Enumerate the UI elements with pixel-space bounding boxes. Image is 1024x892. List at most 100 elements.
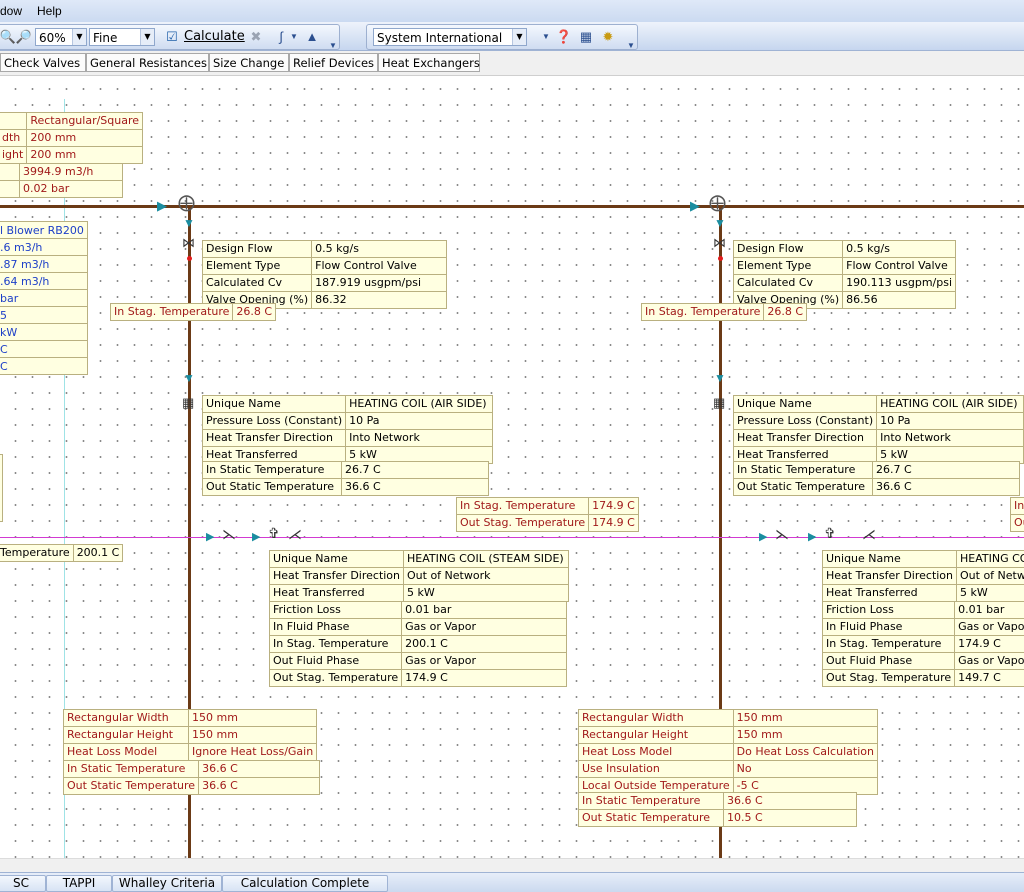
- coil-steam-2-props-table[interactable]: Friction Loss0.01 bar In Fluid PhaseGas …: [822, 601, 1024, 687]
- cell-value: HEATING COIL (AIR SIDE): [346, 396, 493, 413]
- eraser-icon[interactable]: ▲: [303, 28, 321, 46]
- units-toolbar-group: System International ▼ ▼ ❓ ▦ ✹ ▼: [366, 24, 638, 50]
- steam-left-temp-table[interactable]: Temperature200.1 C: [0, 544, 123, 562]
- zoom-out-icon[interactable]: 🔎: [15, 28, 33, 46]
- menu-help[interactable]: Help: [37, 4, 62, 18]
- duct-top-table[interactable]: Rectangular/Square dth200 mm ight200 mm: [0, 112, 143, 164]
- cancel-icon[interactable]: ✖: [247, 28, 265, 46]
- cell-value: 36.6 C: [342, 479, 489, 496]
- heat-exchanger-icon[interactable]: ▦: [182, 397, 194, 408]
- cell-value: 36.6 C: [873, 479, 1020, 496]
- horizontal-scrollbar[interactable]: [0, 858, 1024, 873]
- workspace-canvas[interactable]: ▶ ⨁ ▶ ⨁ ▼ ⋈ ▼ ⋈ ▼ ▦ ▼ ▦ ▶ ⋋ ▶ ✞ ⋌ ▶ ⋋ ▶ …: [0, 76, 1024, 858]
- steam-right-partial-table[interactable]: In Out: [1010, 497, 1024, 532]
- cell-label: In Static Temperature: [64, 761, 199, 778]
- control-valve-icon[interactable]: ⋈: [713, 237, 726, 248]
- table-icon[interactable]: ▦: [577, 28, 595, 46]
- duct-2-table[interactable]: Rectangular Width150 mm Rectangular Heig…: [578, 709, 878, 795]
- coil-air-2-temps-table[interactable]: In Static Temperature26.7 C Out Static T…: [733, 461, 1020, 496]
- cell-value: 0.02 bar: [20, 181, 123, 198]
- cell-value: Ignore Heat Loss/Gain: [189, 744, 317, 761]
- cell-label: Element Type: [203, 258, 312, 275]
- cell-value: Out of Network: [957, 568, 1024, 585]
- cell-label: Pressure Loss (Constant): [734, 413, 877, 430]
- bend-icon[interactable]: ⋌: [862, 529, 876, 540]
- coil-steam-1-table[interactable]: Unique NameHEATING COIL (STEAM SIDE) Hea…: [269, 550, 569, 602]
- chevron-down-icon[interactable]: ▼: [285, 28, 303, 46]
- status-bar: SC TAPPI Whalley Criteria Calculation Co…: [0, 872, 1024, 892]
- steam-coil-icon[interactable]: ✞: [268, 528, 280, 539]
- cell-value: 200 mm: [27, 147, 143, 164]
- cell-value: Into Network: [877, 430, 1024, 447]
- units-select[interactable]: System International ▼: [373, 28, 527, 46]
- tab-general-resistances[interactable]: General Resistances: [86, 53, 209, 72]
- blower-table[interactable]: l Blower RB200 .6 m3/h .87 m3/h .64 m3/h…: [0, 221, 88, 375]
- main-pipe[interactable]: [0, 205, 1024, 208]
- cell-label: Heat Transfer Direction: [734, 430, 877, 447]
- help-query-icon[interactable]: ❓: [555, 28, 573, 46]
- valve-2-temp-table[interactable]: In Stag. Temperature26.8 C: [641, 303, 807, 321]
- junction-icon[interactable]: ⨁: [178, 197, 195, 208]
- cell-value: 0.01 bar: [402, 602, 567, 619]
- flow-arrow-icon: ▶: [690, 200, 700, 211]
- coil-air-1-table[interactable]: Unique NameHEATING COIL (AIR SIDE) Press…: [202, 395, 493, 464]
- flow-arrow-down-icon: ▼: [183, 373, 195, 384]
- duct-2-temps-table[interactable]: In Static Temperature36.6 C Out Static T…: [578, 792, 857, 827]
- calculate-button[interactable]: Calculate: [184, 29, 245, 44]
- toolbar: 🔍 🔎 60% ▼ Fine ▼ ☑ Calculate ✖ ∫ ▼ ▲ ▼ S…: [0, 22, 1024, 51]
- cell-value: 187.919 usgpm/psi: [312, 275, 447, 292]
- tab-size-change[interactable]: Size Change: [209, 53, 289, 72]
- status-pane-sc[interactable]: SC: [0, 875, 46, 892]
- cell-value: 174.9 C: [589, 498, 639, 515]
- cell-value: 5 kW: [957, 585, 1024, 602]
- duct-top-flow-table[interactable]: 3994.9 m3/h 0.02 bar: [0, 163, 123, 198]
- cell-label: [0, 164, 20, 181]
- cell-value: C: [0, 358, 87, 375]
- valve-1-temp-table[interactable]: In Stag. Temperature26.8 C: [110, 303, 276, 321]
- calculate-icon[interactable]: ☑: [163, 28, 181, 46]
- toolbar-options-icon[interactable]: ▼: [627, 42, 635, 50]
- steam-mid-temps-table[interactable]: In Stag. Temperature174.9 C Out Stag. Te…: [456, 497, 639, 532]
- cell-label: Design Flow: [203, 241, 312, 258]
- cell-value: 26.7 C: [342, 462, 489, 479]
- coil-steam-1-props-table[interactable]: Friction Loss0.01 bar In Fluid PhaseGas …: [269, 601, 567, 687]
- cell-label: Rectangular Width: [579, 710, 734, 727]
- valve-2-table[interactable]: Design Flow0.5 kg/s Element TypeFlow Con…: [733, 240, 956, 309]
- cell-value: 26.8 C: [233, 304, 276, 321]
- cell-value: 36.6 C: [199, 761, 320, 778]
- cell-label: Rectangular Width: [64, 710, 189, 727]
- cell-label: In Stag. Temperature: [457, 498, 589, 515]
- cell-value: Rectangular/Square: [27, 113, 143, 130]
- coil-steam-2-table[interactable]: Unique NameHEATING CO Heat Transfer Dire…: [822, 550, 1024, 602]
- heat-exchanger-icon[interactable]: ▦: [713, 397, 725, 408]
- valve-1-table[interactable]: Design Flow0.5 kg/s Element TypeFlow Con…: [202, 240, 447, 309]
- tab-relief-devices[interactable]: Relief Devices: [289, 53, 378, 72]
- bend-icon[interactable]: ⋋: [222, 529, 236, 540]
- bend-icon[interactable]: ⋌: [288, 529, 302, 540]
- resolution-select[interactable]: Fine ▼: [89, 28, 155, 46]
- status-pane-whalley[interactable]: Whalley Criteria: [112, 875, 222, 892]
- steam-coil-icon[interactable]: ✞: [824, 528, 836, 539]
- coil-air-1-temps-table[interactable]: In Static Temperature26.7 C Out Static T…: [202, 461, 489, 496]
- duct-1-temps-table[interactable]: In Static Temperature36.6 C Out Static T…: [63, 760, 320, 795]
- menu-window[interactable]: dow: [0, 4, 22, 18]
- duct-1-table[interactable]: Rectangular Width150 mm Rectangular Heig…: [63, 709, 317, 761]
- bend-icon[interactable]: ⋋: [775, 529, 789, 540]
- cell-value: 10 Pa: [346, 413, 493, 430]
- cell-label: Rectangular Height: [579, 727, 734, 744]
- cell-value: 5 kW: [404, 585, 569, 602]
- tab-heat-exchangers[interactable]: Heat Exchangers: [378, 53, 480, 72]
- zoom-select[interactable]: 60% ▼: [35, 28, 87, 46]
- cell-value: 150 mm: [189, 710, 317, 727]
- cell-label: Heat Transfer Direction: [270, 568, 404, 585]
- coil-air-2-table[interactable]: Unique NameHEATING COIL (AIR SIDE) Press…: [733, 395, 1024, 464]
- cell-value: 174.9 C: [589, 515, 639, 532]
- junction-icon[interactable]: ⨁: [709, 197, 726, 208]
- cell-value: 200.1 C: [73, 545, 123, 562]
- tab-check-valves[interactable]: Check Valves: [0, 53, 86, 72]
- status-pane-tappi[interactable]: TAPPI: [46, 875, 112, 892]
- control-valve-icon[interactable]: ⋈: [182, 237, 195, 248]
- toolbar-options-icon[interactable]: ▼: [329, 42, 337, 50]
- wizard-icon[interactable]: ✹: [599, 28, 617, 46]
- chevron-down-icon[interactable]: ▼: [537, 28, 555, 46]
